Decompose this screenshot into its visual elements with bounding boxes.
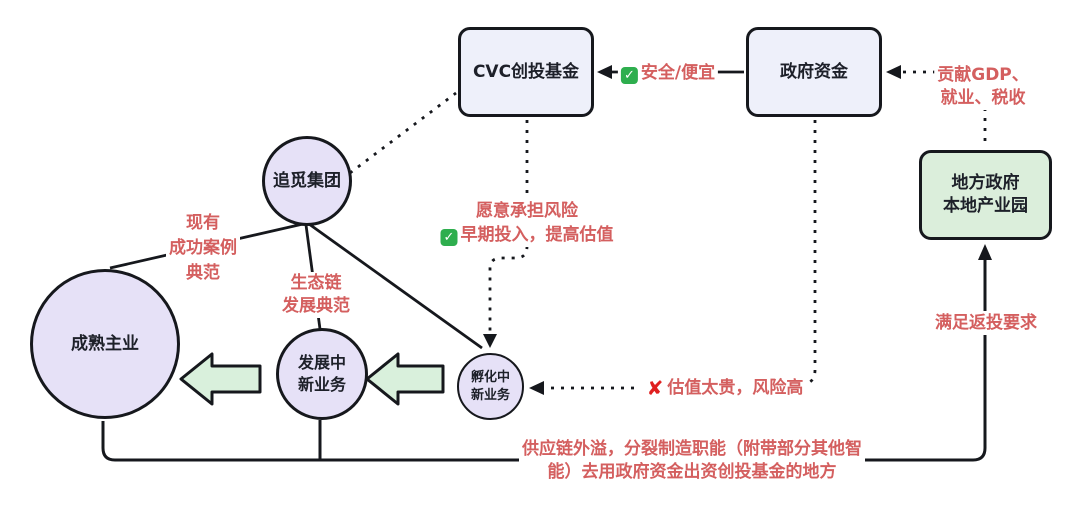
label-willing-risk: 愿意承担风险 ✓早期投入，提高估值: [437, 199, 617, 247]
incubating-label-line1: 孵化中: [470, 369, 510, 385]
dashed-dreame-to-cvc: [349, 91, 457, 175]
willing-risk-line2-text: 早期投入，提高估值: [460, 225, 614, 245]
existing-case-line2: 成功案例: [169, 238, 237, 258]
ecosystem-line2: 发展典范: [282, 296, 350, 316]
developing-label-line2: 新业务: [297, 375, 346, 394]
willing-risk-line2: ✓早期投入，提高估值: [440, 223, 614, 247]
label-valuation-risk: ✘估值太贵，风险高: [643, 376, 807, 400]
gdp-line2: 就业、税收: [940, 88, 1026, 108]
label-supply-chain: 供应链外溢，分裂制造职能（附带部分其他智 能）去用政府资金出资创投基金的地方: [519, 438, 865, 484]
valuation-risk-text: 估值太贵，风险高: [667, 378, 804, 398]
incubating-business-circle: 孵化中 新业务: [457, 353, 524, 420]
arrowhead-into-incubating-right: [529, 381, 544, 395]
government-fund-label: 政府资金: [780, 61, 848, 82]
green-arrow-incubating-to-developing: [365, 352, 445, 406]
label-safe-cheap: ✓安全/便宜: [617, 61, 719, 85]
existing-case-line1: 现有: [186, 213, 220, 233]
arrowhead-into-park: [978, 244, 992, 260]
park-label-line1: 地方政府: [951, 173, 1020, 194]
park-label-line2: 本地产业园: [943, 196, 1028, 216]
arrowhead-into-incubating-top: [483, 334, 497, 348]
cvc-fund-box: CVC创投基金: [458, 27, 594, 117]
label-reinvest-requirement: 满足返投要求: [932, 311, 1040, 335]
label-existing-case: 现有 成功案例 典范: [166, 211, 240, 286]
dashed-willing-to-incubating: [488, 245, 529, 334]
dreame-group-circle: 追觅集团: [262, 136, 352, 226]
supply-chain-line1: 供应链外溢，分裂制造职能（附带部分其他智: [522, 439, 862, 459]
check-icon: ✓: [620, 67, 638, 84]
safe-cheap-text: 安全/便宜: [640, 63, 716, 83]
cross-icon: ✘: [646, 376, 664, 400]
mature-business-label: 成熟主业: [71, 333, 139, 354]
local-industrial-park-box: 地方政府 本地产业园: [919, 150, 1052, 240]
existing-case-line3: 典范: [186, 263, 220, 283]
cvc-fund-label: CVC创投基金: [472, 61, 580, 82]
arrowhead-into-cvc: [597, 65, 612, 79]
developing-business-circle: 发展中 新业务: [276, 328, 368, 420]
arrowhead-into-gov: [886, 65, 901, 79]
label-ecosystem: 生态链 发展典范: [279, 272, 353, 318]
incubating-label-line2: 新业务: [470, 387, 510, 403]
developing-label-line1: 发展中: [297, 353, 346, 373]
supply-chain-line2: 能）去用政府资金出资创投基金的地方: [547, 462, 837, 482]
ecosystem-line1: 生态链: [290, 273, 342, 293]
gdp-line1: 贡献GDP、: [937, 65, 1029, 85]
reinvest-text: 满足返投要求: [935, 313, 1037, 333]
green-arrow-developing-to-mature: [179, 352, 262, 406]
line-dreame-to-incubating: [308, 222, 483, 350]
bottom-connector-path: [101, 258, 987, 462]
mature-business-circle: 成熟主业: [30, 269, 180, 419]
dashed-gov-to-valuation: [805, 120, 817, 386]
check-icon: ✓: [440, 229, 458, 246]
label-contribute-gdp: 贡献GDP、 就业、税收: [934, 64, 1032, 110]
government-fund-box: 政府资金: [746, 27, 882, 117]
willing-risk-line1: 愿意承担风险: [476, 201, 578, 221]
dreame-group-label: 追觅集团: [273, 170, 341, 191]
